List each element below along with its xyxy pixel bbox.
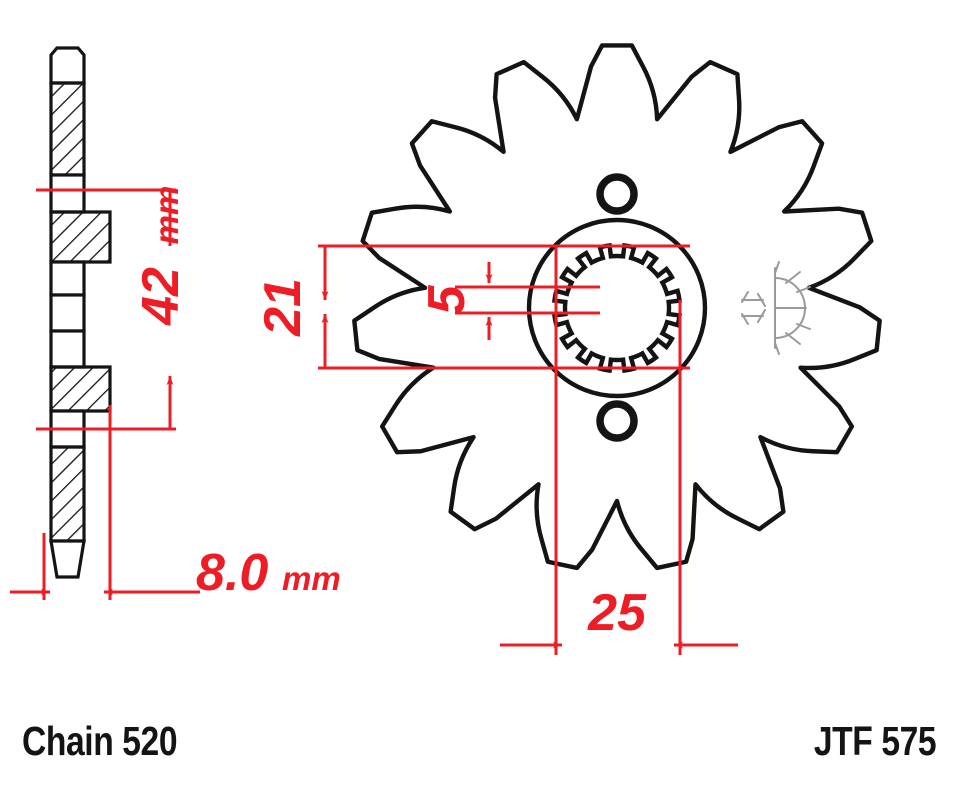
dimension-unit-42: mm [148,186,185,245]
dimension-label-25: 25 [587,584,647,642]
dimension-5 [455,262,600,340]
part-number-label: JTF 575 [813,718,937,764]
watermark-stamp-icon [741,261,811,355]
section-bottom-tooth [49,539,86,579]
section-gap-4 [49,329,86,369]
section-hatch-flange-upper [49,210,112,264]
front-view-sprocket [352,43,882,571]
dimension-8mm [10,405,200,600]
dimension-label-5: 5 [418,284,476,314]
dimension-25 [500,246,738,655]
chain-label: Chain 520 [22,718,178,764]
dimension-label-42: 42 [132,267,190,326]
splined-bore [551,242,683,374]
section-gap-1 [49,173,86,214]
side-section-view [49,46,112,579]
dimension-unit-8: mm [282,560,341,597]
bolt-hole-top [596,173,638,215]
dimension-label-8: 8.0 [196,544,268,602]
section-hatch-flange-lower [49,365,112,413]
section-top-tooth [49,46,86,85]
dimension-42mm [36,188,176,431]
section-hatch-lower [49,445,86,543]
hub-circle [526,217,708,399]
section-gap-2 [49,260,86,297]
dimension-21 [318,244,690,370]
bolt-hole-bottom [596,400,638,442]
section-gap-3 [49,293,86,333]
dimension-label-21: 21 [254,278,312,337]
section-hatch-upper [49,81,86,177]
